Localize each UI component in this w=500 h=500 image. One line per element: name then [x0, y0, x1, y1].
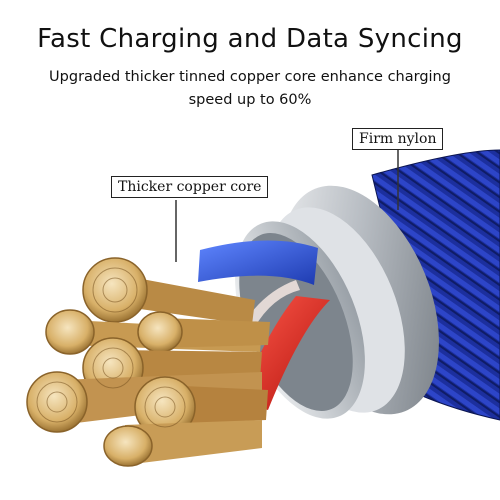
callout-firm-nylon: Firm nylon: [352, 128, 444, 150]
callout-copper-core: Thicker copper core: [111, 176, 269, 198]
nylon-jacket: [372, 150, 500, 420]
copper-strand-bundle-7: [103, 420, 262, 467]
copper-strand-bundle-6: [134, 376, 268, 438]
page-subtitle: Upgraded thicker tinned copper core enha…: [49, 69, 451, 108]
page-title: Fast Charging and Data Syncing: [37, 24, 463, 54]
copper-strand-bundle-3: [137, 311, 270, 353]
copper-strand-bundle-1: [82, 257, 255, 325]
copper-strand-bundle-5: [26, 371, 262, 433]
blue-inner-wire: [198, 240, 318, 285]
